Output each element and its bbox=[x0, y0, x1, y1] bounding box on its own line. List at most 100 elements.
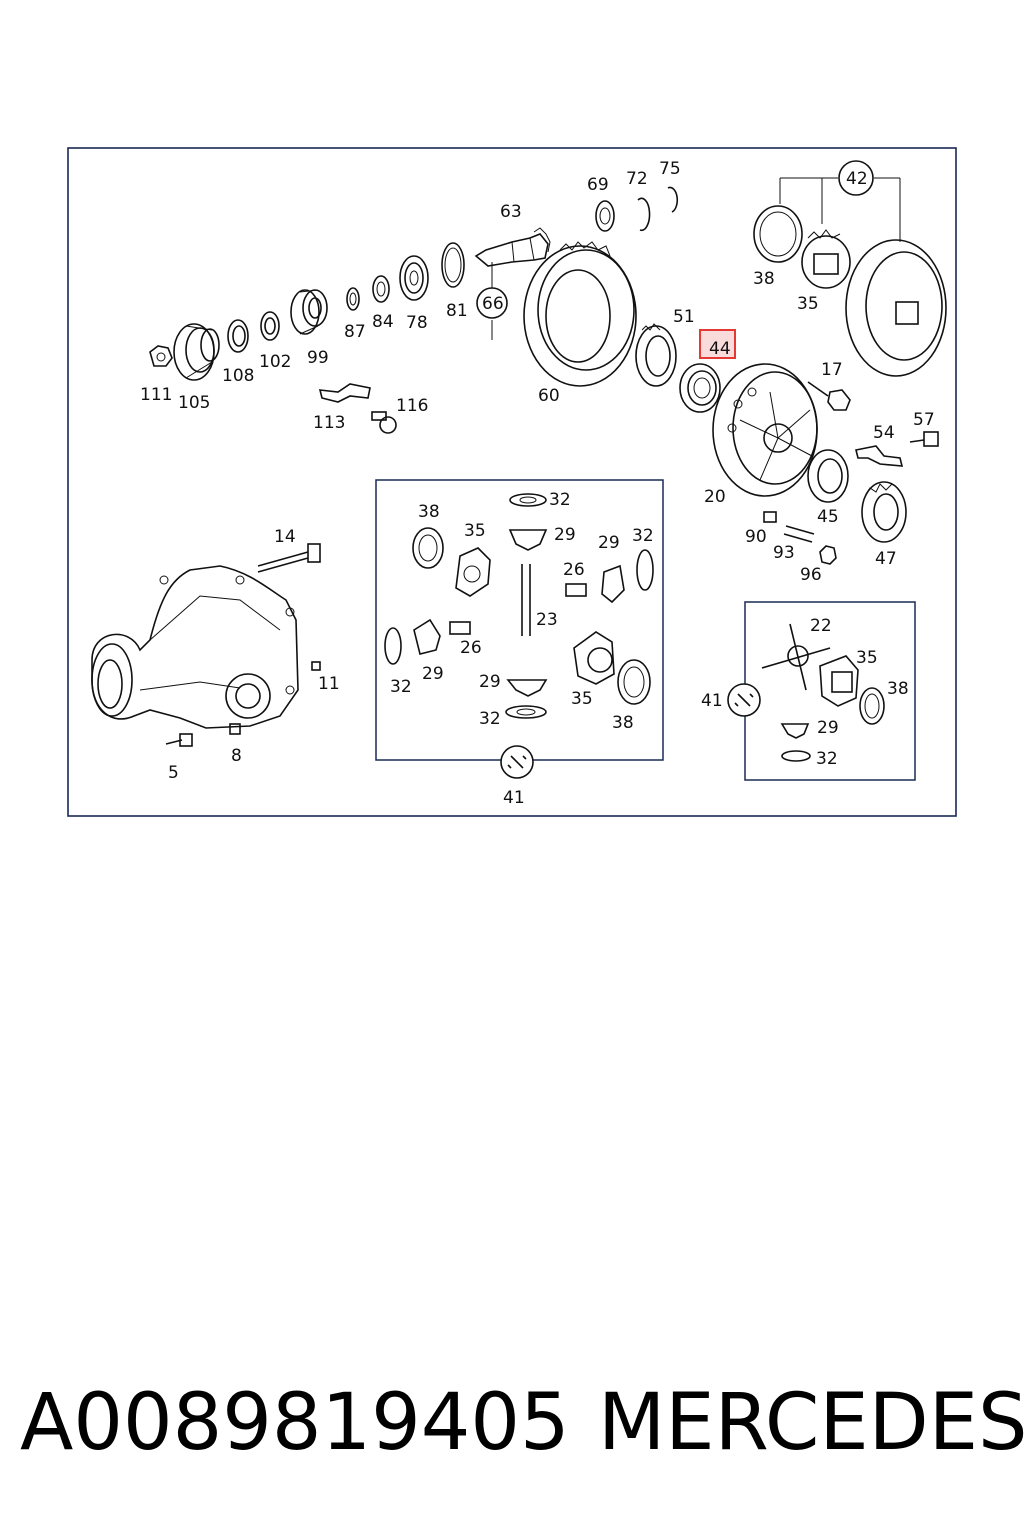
callout-23: 23 bbox=[536, 610, 558, 630]
inset-cross-parts bbox=[727, 623, 885, 762]
callout-116: 116 bbox=[396, 396, 428, 416]
bolt-5 bbox=[165, 733, 193, 747]
callout-38-inset-c: 38 bbox=[887, 679, 909, 699]
shim-81 bbox=[441, 242, 465, 288]
callout-41-inset-b: 41 bbox=[701, 691, 723, 711]
callout-111: 111 bbox=[140, 385, 172, 405]
callout-26-inset-b: 26 bbox=[460, 638, 482, 658]
diff-case-20 bbox=[712, 363, 818, 497]
ring-nut-47 bbox=[861, 481, 907, 543]
ring-72 bbox=[637, 197, 651, 232]
callout-99: 99 bbox=[307, 348, 329, 368]
callout-35-inset-c: 35 bbox=[856, 648, 878, 668]
callout-47: 47 bbox=[875, 549, 897, 569]
diff-housing-42 bbox=[779, 160, 947, 377]
callout-38-inset-b: 38 bbox=[612, 713, 634, 733]
seal-108 bbox=[227, 319, 249, 353]
bolt-14 bbox=[257, 543, 321, 573]
callout-75: 75 bbox=[659, 159, 681, 179]
bearing-45 bbox=[807, 449, 849, 503]
washer-38-top bbox=[753, 205, 803, 263]
callout-51: 51 bbox=[673, 307, 695, 327]
callout-32-inset-d: 32 bbox=[479, 709, 501, 729]
callout-78: 78 bbox=[406, 313, 428, 333]
callout-35-inset-b: 35 bbox=[571, 689, 593, 709]
part-number: A0089819405 bbox=[20, 1378, 570, 1468]
ring-gear-60 bbox=[523, 241, 637, 387]
callout-29-inset-b: 29 bbox=[598, 533, 620, 553]
axle-housing bbox=[91, 565, 299, 729]
callout-26-inset-a: 26 bbox=[563, 560, 585, 580]
spacer-84 bbox=[372, 275, 390, 303]
callout-29-inset-c: 29 bbox=[422, 664, 444, 684]
callout-20: 20 bbox=[704, 487, 726, 507]
ring-102 bbox=[260, 311, 280, 341]
pinion-shaft-63 bbox=[474, 227, 551, 267]
callout-113: 113 bbox=[313, 413, 345, 433]
callout-32-inset-e: 32 bbox=[816, 749, 838, 769]
callout-105: 105 bbox=[178, 393, 210, 413]
bolt-17 bbox=[807, 381, 851, 411]
callout-84: 84 bbox=[372, 312, 394, 332]
callout-69: 69 bbox=[587, 175, 609, 195]
callout-29-inset-d: 29 bbox=[479, 672, 501, 692]
bracket-113 bbox=[318, 383, 371, 403]
callout-66: 66 bbox=[482, 294, 504, 314]
callout-38-top: 38 bbox=[753, 269, 775, 289]
callout-60: 60 bbox=[538, 386, 560, 406]
bolt-116 bbox=[371, 411, 397, 434]
nut-96 bbox=[819, 545, 837, 565]
callout-35-inset-a: 35 bbox=[464, 521, 486, 541]
callout-42: 42 bbox=[846, 169, 868, 189]
callout-57: 57 bbox=[913, 410, 935, 430]
callout-72: 72 bbox=[626, 169, 648, 189]
callout-87: 87 bbox=[344, 322, 366, 342]
bearing-69 bbox=[595, 200, 615, 232]
side-gear-35-top bbox=[801, 229, 851, 289]
callout-29-inset-a: 29 bbox=[554, 525, 576, 545]
caption-bar: A0089819405 MERCEDES bbox=[0, 1368, 1024, 1478]
bearing-99 bbox=[290, 289, 328, 335]
callout-5: 5 bbox=[168, 763, 179, 783]
callout-38-inset-a: 38 bbox=[418, 502, 440, 522]
callout-45: 45 bbox=[817, 507, 839, 527]
brand-name: MERCEDES bbox=[598, 1378, 1024, 1468]
callout-17: 17 bbox=[821, 360, 843, 380]
callout-labels: 111 105 108 102 99 87 84 78 81 63 66 69 … bbox=[140, 159, 935, 808]
nut-111 bbox=[149, 345, 173, 367]
bolt-57 bbox=[909, 431, 939, 447]
callout-90: 90 bbox=[745, 527, 767, 547]
bearing-44 bbox=[679, 363, 721, 413]
shim-87 bbox=[346, 287, 360, 311]
callout-32-inset-b: 32 bbox=[632, 526, 654, 546]
highlight-box-44 bbox=[699, 329, 736, 359]
diagram-frame bbox=[67, 147, 957, 817]
callout-96: 96 bbox=[800, 565, 822, 585]
callout-63: 63 bbox=[500, 202, 522, 222]
bearing-51 bbox=[635, 323, 677, 387]
callout-8: 8 bbox=[231, 746, 242, 766]
callout-32-inset-a: 32 bbox=[549, 490, 571, 510]
callout-108: 108 bbox=[222, 366, 254, 386]
bolt-8 bbox=[229, 723, 241, 735]
callout-93: 93 bbox=[773, 543, 795, 563]
group-bracket-66 bbox=[476, 262, 508, 340]
pin-11 bbox=[311, 661, 321, 671]
callout-35-top: 35 bbox=[797, 294, 819, 314]
callout-22: 22 bbox=[810, 616, 832, 636]
callout-14: 14 bbox=[274, 527, 296, 547]
inset-parts bbox=[384, 493, 654, 779]
circlip-75 bbox=[667, 186, 679, 213]
callout-41-inset-a: 41 bbox=[503, 788, 525, 808]
flange-105 bbox=[173, 323, 220, 381]
bearing-78 bbox=[399, 255, 429, 301]
stud-93 bbox=[783, 525, 815, 543]
callout-81: 81 bbox=[446, 301, 468, 321]
plug-90 bbox=[763, 511, 777, 523]
callout-54: 54 bbox=[873, 423, 895, 443]
callout-32-inset-c: 32 bbox=[390, 677, 412, 697]
callout-102: 102 bbox=[259, 352, 291, 372]
bracket-54 bbox=[855, 445, 904, 467]
callout-29-inset-e: 29 bbox=[817, 718, 839, 738]
